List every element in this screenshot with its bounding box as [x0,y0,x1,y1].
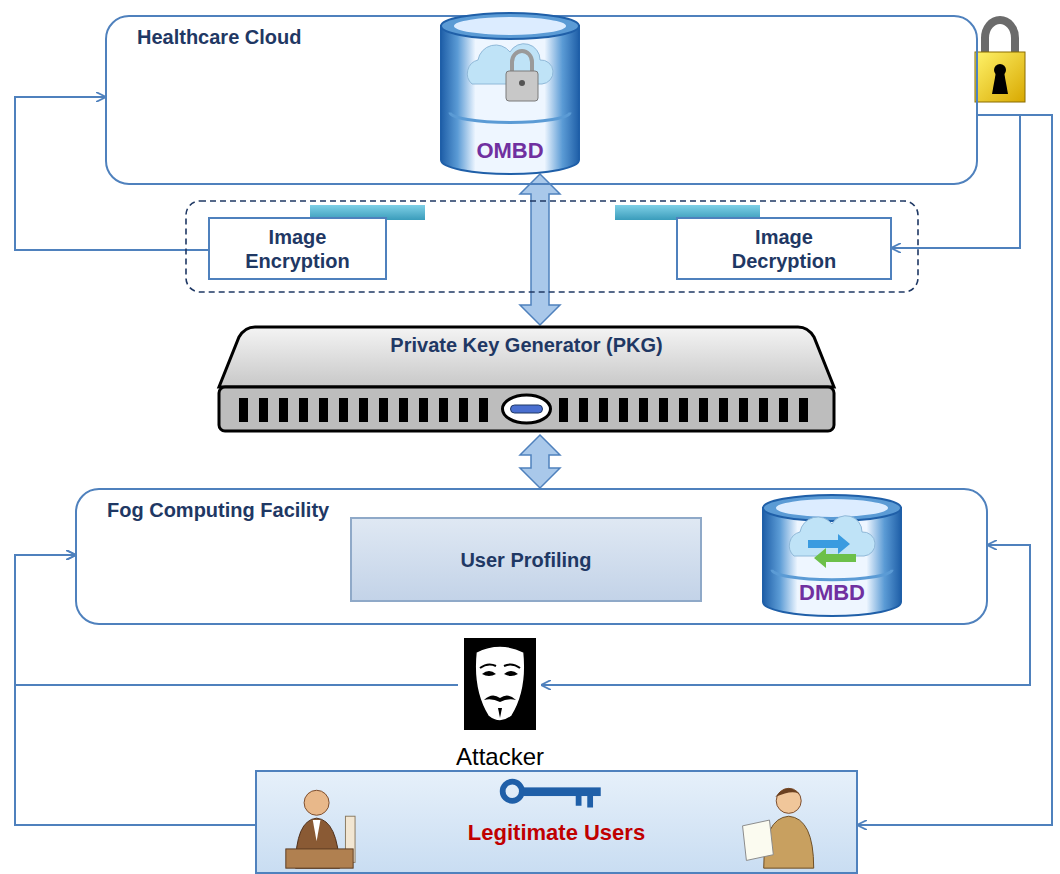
process-box: Image Decryption [676,217,892,280]
node-label: OMBD [476,138,543,164]
process-box: User Profiling [350,517,702,602]
server-node: Private Key Generator (PKG) [215,325,838,435]
database-cylinder: DMBD [762,494,902,616]
node-label: Legitimate Users [468,820,645,846]
attacker-icon: Attacker [440,638,560,772]
node-label: Attacker [456,743,544,772]
dashed-group [186,201,918,292]
node-label: Image Decryption [709,225,859,273]
process-box: Image Encryption [208,217,387,280]
padlock-icon [975,20,1025,102]
node-label: DMBD [799,580,865,606]
connector [520,174,560,325]
node-label: Healthcare Cloud [137,25,301,49]
connector [892,115,1020,248]
node-label: User Profiling [460,548,591,572]
region-box: Healthcare CloudOMBD [105,15,978,185]
node-label: Image Encryption [223,225,373,273]
node-label: Fog Computing Facility [107,498,329,522]
connector [520,435,560,488]
connector [15,555,255,825]
users-box: Legitimate Users [255,770,858,874]
node-label: Private Key Generator (PKG) [390,333,662,357]
database-cylinder: OMBD [440,12,580,174]
connector [15,97,208,250]
region-box: Fog Computing FacilityUser ProfilingDMBD [75,488,988,625]
